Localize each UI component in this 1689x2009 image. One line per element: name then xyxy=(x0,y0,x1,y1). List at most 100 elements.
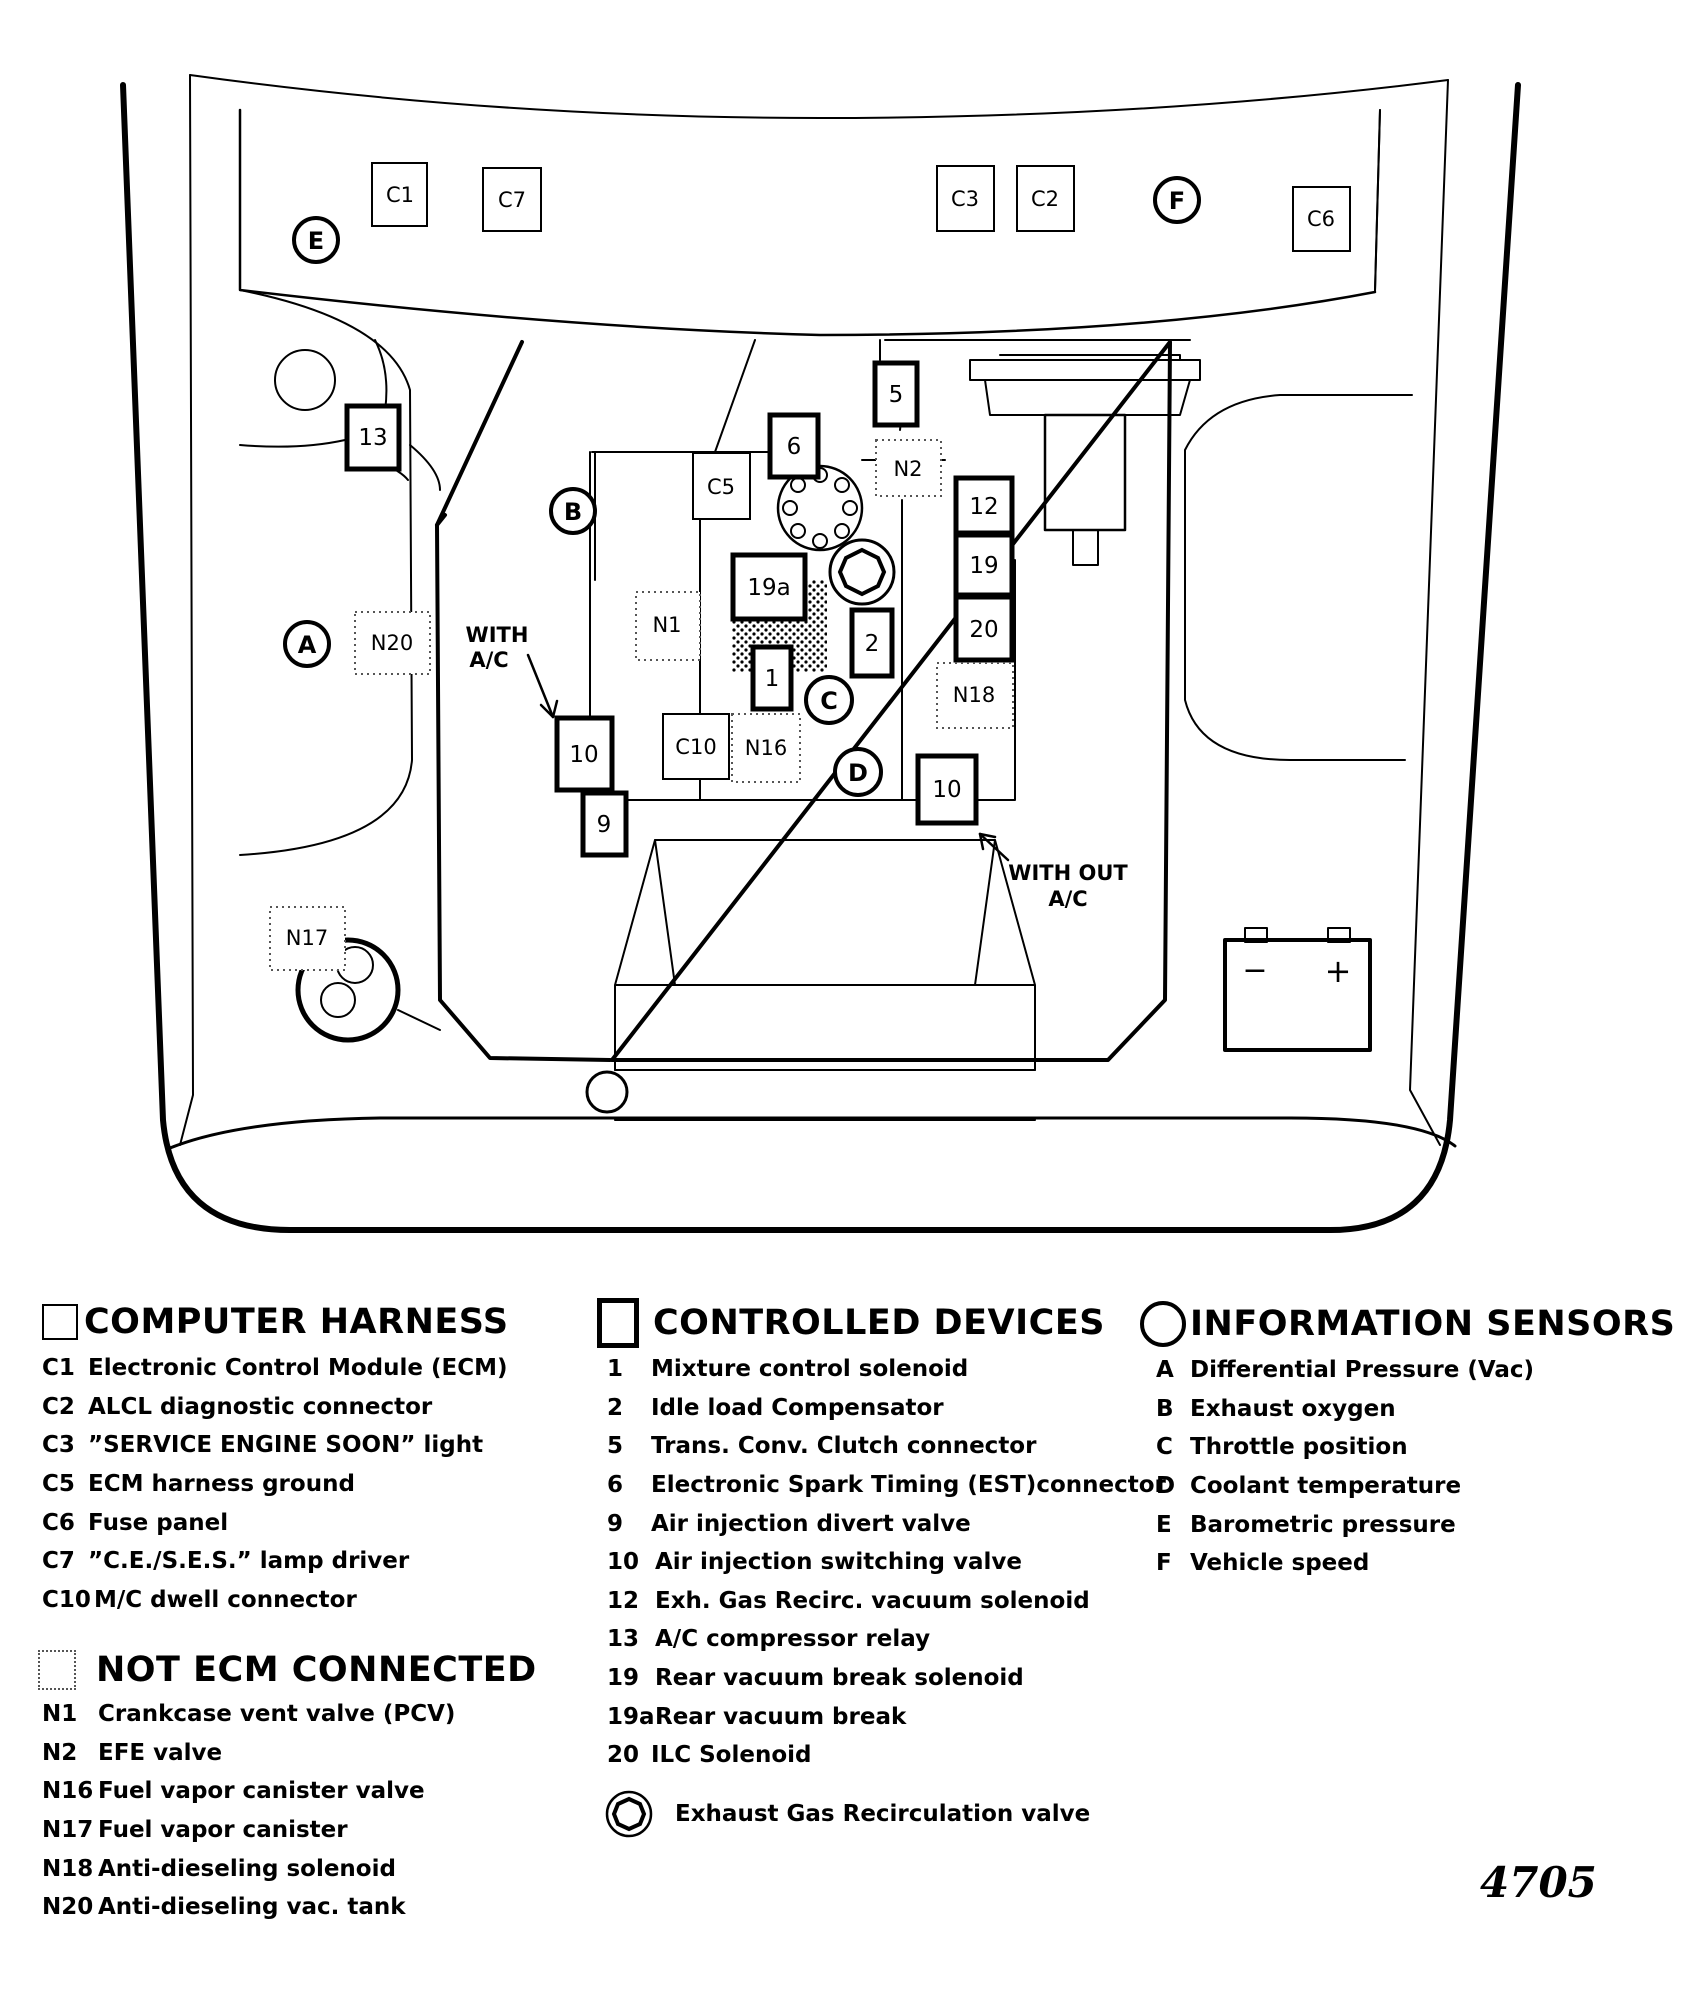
label-5: 5 xyxy=(889,382,904,408)
label-n20: N20 xyxy=(371,631,413,655)
label-c: C xyxy=(820,687,838,715)
battery xyxy=(1223,938,1372,1052)
list-item: C3”SERVICE ENGINE SOON” light xyxy=(42,1432,484,1459)
label-c2: C2 xyxy=(1031,187,1059,211)
marker-n16 xyxy=(731,713,801,783)
cowl-panel xyxy=(238,108,1377,337)
legend-title: CONTROLLED DEVICES xyxy=(653,1303,1105,1343)
engine-compartment-diagram: − + C1 C7 C3 C2 C6 C5 C10 13 5 6 xyxy=(120,74,1521,1233)
legend-egr-row: Exhaust Gas Recirculation valve xyxy=(597,1789,1166,1839)
vapor-canister xyxy=(295,937,401,1043)
cowl-right xyxy=(1409,79,1449,1146)
marker-n1 xyxy=(635,591,701,661)
marker-c2 xyxy=(1016,165,1075,232)
right-wheelwell xyxy=(1184,394,1413,761)
marker-n18 xyxy=(936,662,1014,729)
label-c10: C10 xyxy=(675,735,716,759)
label-6: 6 xyxy=(787,434,802,460)
label-c5: C5 xyxy=(707,475,735,499)
label-9: 9 xyxy=(597,812,612,838)
marker-f xyxy=(1153,176,1201,224)
marker-6 xyxy=(767,412,821,480)
marker-n20 xyxy=(354,611,431,675)
harness-markers xyxy=(371,162,1351,780)
body-outline xyxy=(120,82,1521,1233)
label-c6: C6 xyxy=(1307,207,1335,231)
figure-number: 4705 xyxy=(1480,1858,1597,1907)
label-n18: N18 xyxy=(953,683,995,707)
marker-19a xyxy=(730,552,808,622)
label-d: D xyxy=(848,759,868,787)
label-20: 20 xyxy=(969,617,998,643)
marker-e xyxy=(292,216,340,264)
thick-square-icon xyxy=(597,1298,639,1348)
marker-20 xyxy=(953,594,1015,663)
label-2: 2 xyxy=(865,631,880,657)
marker-c5 xyxy=(692,452,751,520)
cowl-left xyxy=(179,74,194,1146)
marker-c7 xyxy=(482,167,542,232)
marker-1 xyxy=(750,644,794,712)
marker-19 xyxy=(953,532,1015,598)
left-wheelwell xyxy=(239,289,413,856)
marker-c3 xyxy=(936,165,995,232)
label-10-with-ac: 10 xyxy=(569,742,598,768)
label-f: F xyxy=(1169,187,1185,215)
circle-icon xyxy=(1140,1301,1186,1347)
label-12: 12 xyxy=(969,494,998,520)
label-n17: N17 xyxy=(286,926,328,950)
marker-9 xyxy=(580,790,629,858)
firewall-top xyxy=(189,74,1449,119)
label-1: 1 xyxy=(765,666,780,692)
bumper-line xyxy=(168,1116,1457,1150)
not-ecm-markers xyxy=(269,439,1014,971)
without-ac-note-line2: A/C xyxy=(1048,887,1087,911)
dotted-square-icon xyxy=(38,1650,76,1690)
label-e: E xyxy=(308,227,324,255)
label-n1: N1 xyxy=(652,613,681,637)
label-10-without-ac: 10 xyxy=(932,777,961,803)
marker-c1 xyxy=(371,162,428,227)
sensor-markers xyxy=(283,176,1201,797)
thin-square-icon xyxy=(42,1304,78,1340)
marker-10-without-ac xyxy=(915,753,979,826)
marker-n2 xyxy=(875,439,942,497)
marker-n17 xyxy=(269,906,346,971)
egr-legend-label: Exhaust Gas Recirculation valve xyxy=(675,1800,1091,1827)
label-c7: C7 xyxy=(498,188,526,212)
with-ac-note-line1: WITH xyxy=(466,623,529,647)
label-c3: C3 xyxy=(951,187,979,211)
marker-10-with-ac xyxy=(554,715,615,793)
marker-2 xyxy=(849,607,895,679)
marker-13 xyxy=(344,403,402,472)
marker-b xyxy=(549,487,597,535)
